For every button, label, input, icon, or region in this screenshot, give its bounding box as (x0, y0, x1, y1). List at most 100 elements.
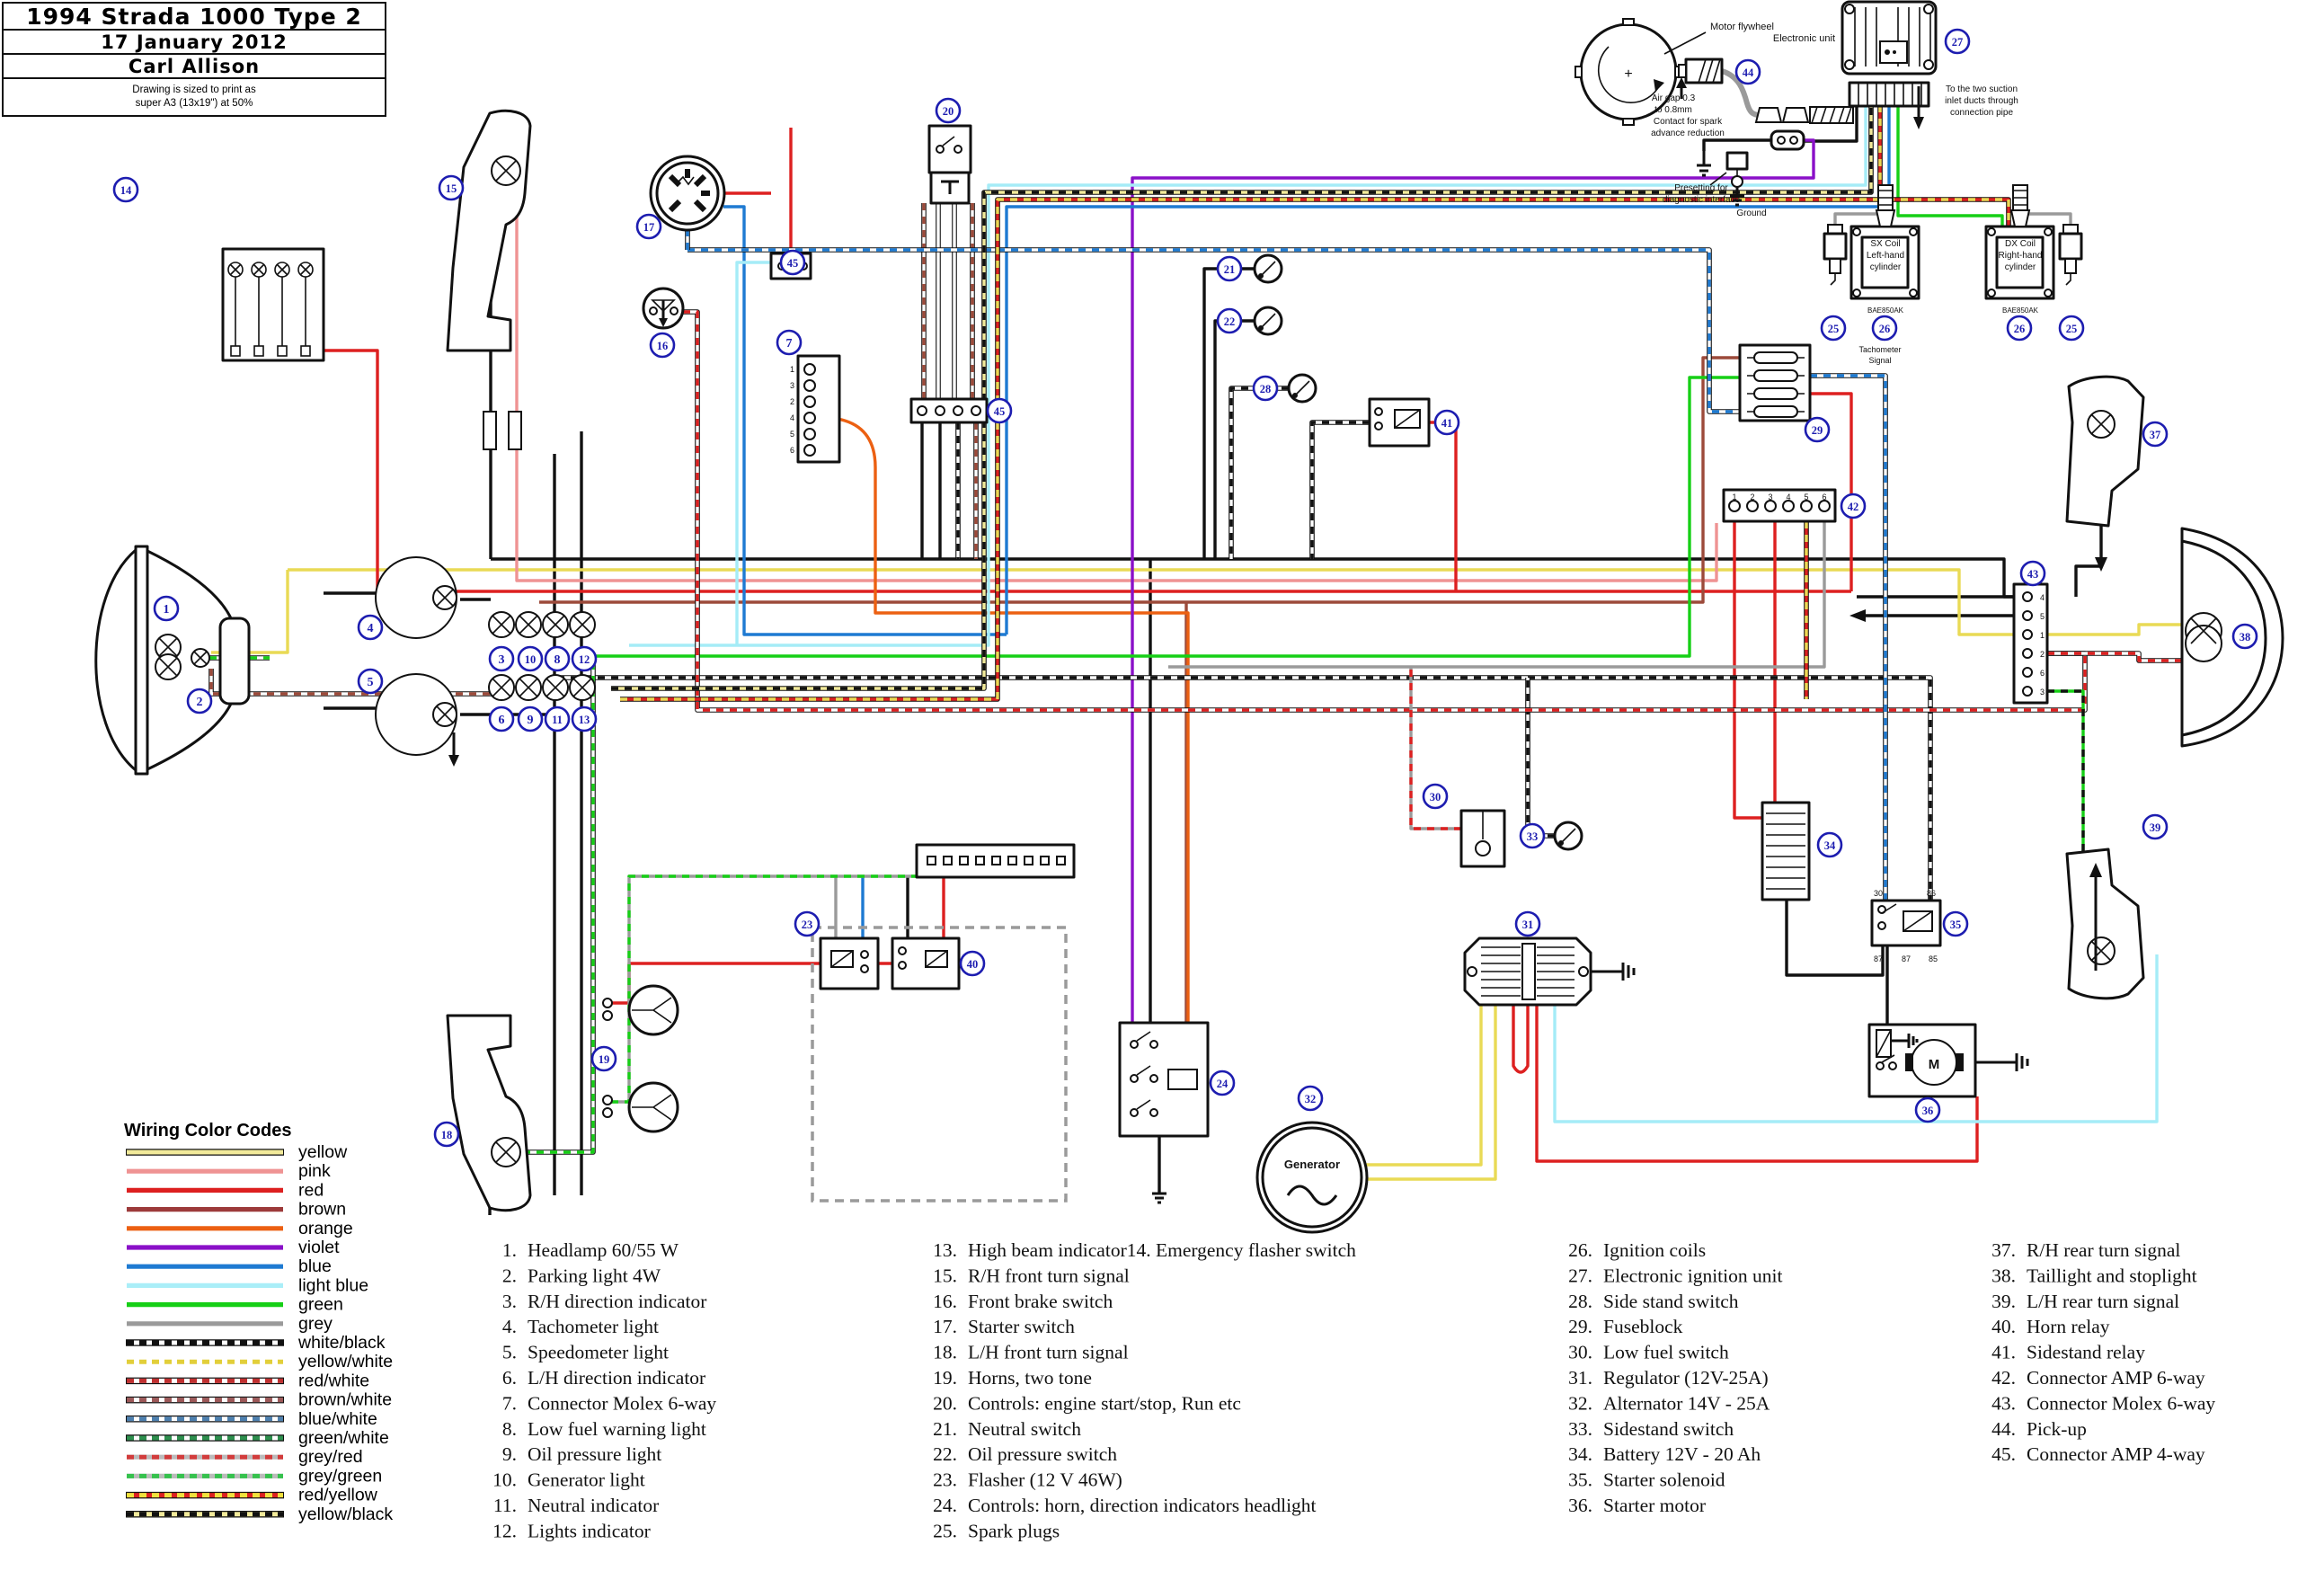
part-label: Regulator (12V-25A) (1603, 1367, 1769, 1389)
marker-number-5: 5 (368, 676, 374, 689)
part-number: 24. (933, 1495, 957, 1516)
wiring-color-legend: Wiring Color Codesyellowpinkredbrownoran… (124, 1121, 393, 1524)
part-number: 3. (502, 1291, 517, 1312)
marker-number-22: 22 (1224, 315, 1236, 328)
diagram-label: 5 (790, 430, 794, 439)
part-number: 39. (1991, 1291, 2016, 1312)
part-label: Connector Molex 6-way (528, 1392, 716, 1414)
engine-controls-switch-20 (927, 124, 972, 205)
part-label: Electronic ignition unit (1603, 1265, 1782, 1286)
marker-number-21: 21 (1224, 263, 1236, 276)
drawing-note-2: super A3 (13x19") at 50% (136, 98, 253, 109)
part-number: 29. (1568, 1316, 1592, 1337)
diagram-label: 85 (1929, 954, 1938, 963)
legend-label: red/white (298, 1371, 369, 1390)
marker-circle-19 (590, 1045, 617, 1072)
marker-circle-6 (488, 706, 515, 732)
marker-number-2: 2 (197, 696, 203, 709)
marker-number-45: 45 (787, 257, 799, 270)
instrument-gauges-4-5 (375, 556, 459, 767)
marker-circle-40 (959, 950, 986, 977)
part-label: Parking light 4W (528, 1265, 661, 1286)
part-label: Sidestand switch (1603, 1418, 1734, 1440)
diagram-label: 3 (1768, 493, 1772, 501)
sidestand-switch-33 (1553, 821, 1583, 851)
legend-label: brown (298, 1200, 346, 1220)
sidestand-relay-41 (1368, 397, 1431, 448)
part-label: Side stand switch (1603, 1291, 1739, 1312)
flywheel (1574, 18, 1682, 126)
regulator-31 (1463, 936, 1636, 1007)
diagram-label: 6 (1822, 493, 1826, 501)
diagram-label: Motor flywheel (1710, 22, 1774, 32)
diagram-label: 1 (2040, 631, 2045, 640)
marker-circle-15 (438, 174, 465, 201)
drawing-date: 17 January 2012 (101, 31, 287, 53)
horn-relay-40 (891, 936, 961, 990)
legend-label: green (298, 1295, 343, 1315)
marker-circle-10 (517, 645, 544, 672)
marker-circle-31 (1514, 910, 1541, 937)
marker-number-16: 16 (657, 340, 669, 352)
marker-number-27: 27 (1952, 36, 1964, 49)
part-label: Ignition coils (1603, 1239, 1706, 1261)
part-label: High beam indicator14. Emergency flasher… (968, 1239, 1356, 1261)
handlebar-controls-24 (1118, 1021, 1210, 1138)
marker-circle-1 (153, 595, 180, 622)
diagnostic-presetting-plug (1709, 151, 1749, 207)
part-number: 16. (933, 1291, 957, 1312)
spark-advance-contact (1697, 129, 1805, 177)
marker-number-18: 18 (441, 1129, 453, 1141)
marker-number-37: 37 (2150, 429, 2161, 441)
starter-switch-17 (649, 155, 726, 232)
marker-number-7: 7 (786, 337, 793, 351)
handlebar-group-box (811, 926, 1068, 1203)
part-label: Tachometer light (528, 1316, 659, 1337)
part-number: 37. (1991, 1239, 2016, 1261)
part-number: 20. (933, 1392, 957, 1414)
part-number: 7. (502, 1392, 517, 1414)
diagram-label: + (1624, 67, 1632, 82)
marker-number-40: 40 (967, 958, 979, 971)
part-label: Controls: horn, direction indicators hea… (968, 1495, 1317, 1516)
spark-plugs-25 (1823, 224, 2083, 286)
part-number: 33. (1568, 1418, 1592, 1440)
marker-circle-18 (433, 1121, 460, 1148)
marker-number-28: 28 (1260, 383, 1272, 395)
part-label: Headlamp 60/55 W (528, 1239, 679, 1261)
marker-circle-14 (112, 176, 139, 203)
diagram-label: M (1929, 1057, 1940, 1072)
legend-label: yellow (298, 1142, 348, 1162)
diagram-label: 86 (1927, 889, 1936, 898)
part-number: 10. (492, 1469, 517, 1491)
part-label: L/H direction indicator (528, 1367, 705, 1389)
part-label: Fuseblock (1603, 1316, 1683, 1337)
rh-rear-turn-signal-37 (2065, 375, 2145, 572)
warning-lights-cluster (488, 611, 596, 701)
legend-label: pink (298, 1161, 331, 1181)
part-label: Starter switch (968, 1316, 1075, 1337)
part-label: R/H front turn signal (968, 1265, 1130, 1286)
amp4-connector-45 (909, 397, 989, 424)
marker-number-25: 25 (2066, 323, 2078, 335)
legend-label: blue (298, 1256, 332, 1276)
diagram-label: 1 (790, 365, 794, 374)
marker-number-41: 41 (1441, 417, 1453, 430)
marker-number-12: 12 (579, 653, 590, 666)
part-number: 30. (1568, 1342, 1592, 1363)
diagram-label: 4 (2040, 593, 2045, 602)
drawing-author: Carl Allison (129, 56, 260, 77)
marker-circle-21 (1216, 255, 1243, 282)
part-label: Speedometer light (528, 1342, 669, 1363)
marker-number-3: 3 (499, 653, 505, 667)
diagram-label: 5 (1804, 493, 1808, 501)
diagram-label: 87 (1874, 954, 1883, 963)
diagram-label: 5 (2040, 612, 2045, 621)
parts-list: 1.Headlamp 60/55 W2.Parking light 4W3.R/… (492, 1239, 2215, 1541)
legend-label: white/black (297, 1333, 386, 1353)
marker-number-26: 26 (1879, 323, 1891, 335)
